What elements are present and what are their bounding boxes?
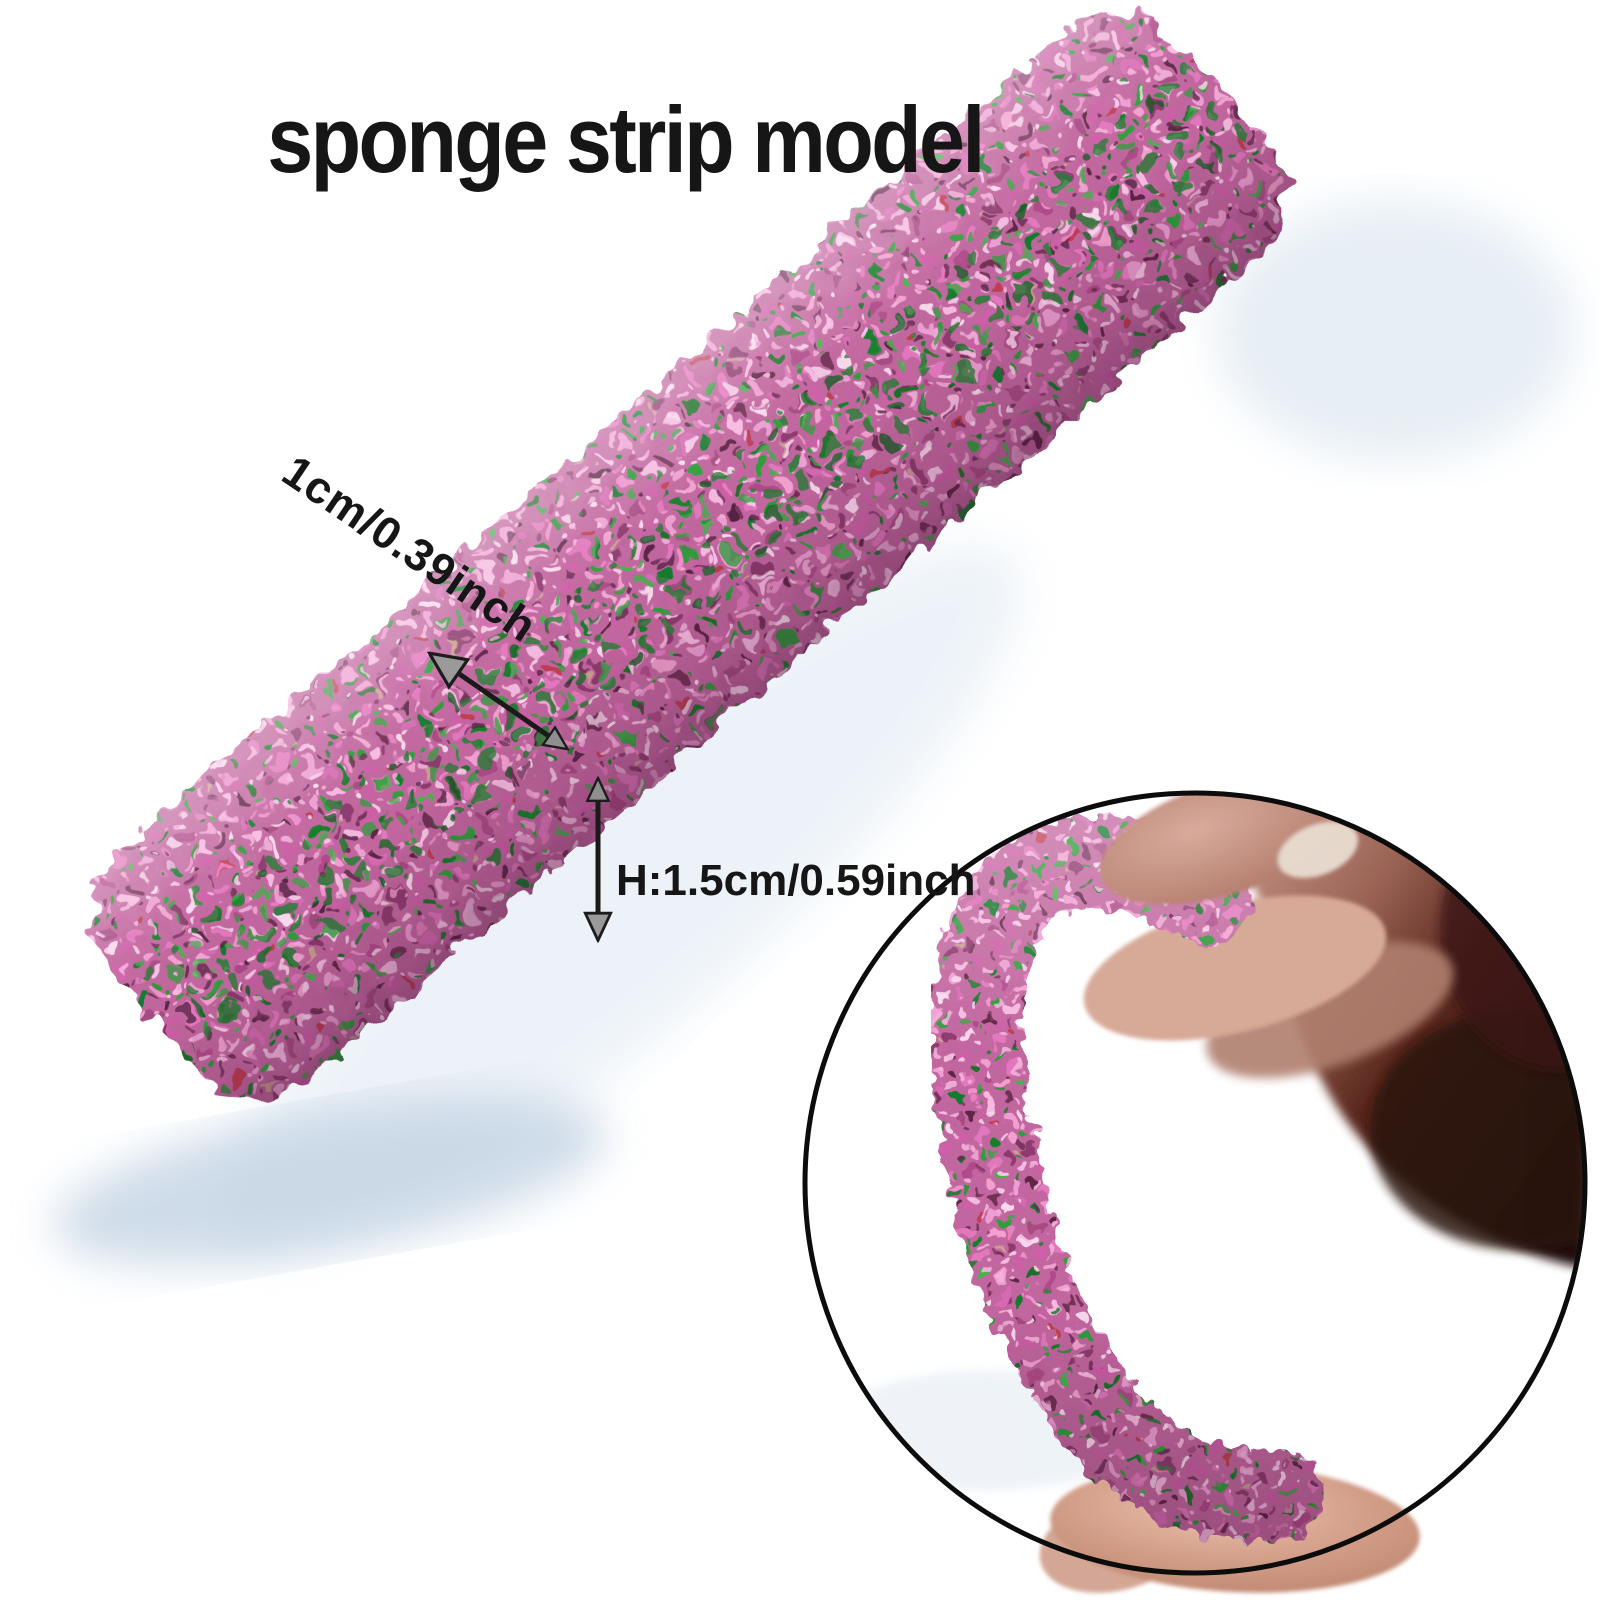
main-sponge-strip xyxy=(88,10,1288,1100)
middle-finger xyxy=(1206,941,1454,1079)
soft-shadows xyxy=(53,200,1575,1265)
dimension-arrows xyxy=(432,655,598,938)
page-title: sponge strip model xyxy=(267,87,985,192)
thumb-nail xyxy=(1277,821,1359,879)
bent-sponge-strip xyxy=(930,815,1324,1542)
index-finger xyxy=(1083,895,1387,1041)
height-dimension-label: H:1.5cm/0.59inch xyxy=(616,856,976,905)
inset-ring xyxy=(802,790,1588,1576)
width-arrow xyxy=(432,655,566,748)
